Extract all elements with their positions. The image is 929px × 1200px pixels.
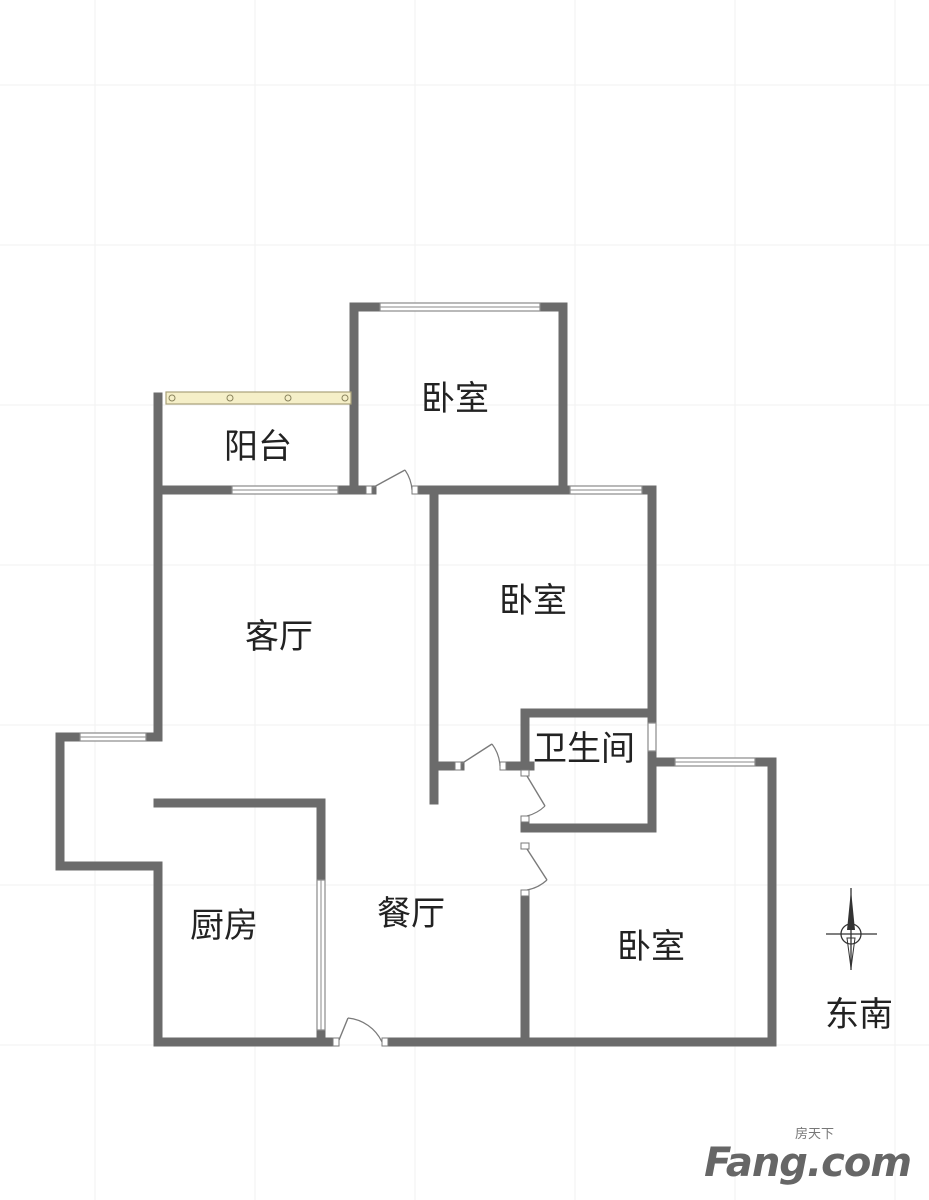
compass-direction-label: 东南 [825, 995, 893, 1035]
watermark-logo: Fang.com [704, 1140, 912, 1186]
door-bedroom-mid [454, 743, 507, 771]
room-label-living-room: 客厅 [245, 617, 313, 657]
wall-bedroom-bottom [647, 757, 777, 1047]
room-label-bedroom-middle: 卧室 [499, 581, 567, 621]
wall-west-alcove [55, 732, 163, 1047]
room-label-bedroom-bottom: 卧室 [617, 927, 685, 967]
watermark-brand-cn: 房天下 [794, 1127, 834, 1142]
door-bedroom-top [365, 469, 419, 495]
door-entrance [332, 1017, 389, 1047]
doors [332, 469, 548, 1047]
wall-bathroom [520, 708, 657, 833]
room-label-bathroom: 卫生间 [533, 729, 635, 769]
window-bathroom [647, 722, 657, 752]
room-label-bedroom-top: 卧室 [421, 379, 489, 419]
door-bedroom-bottom [520, 842, 548, 897]
door-bathroom [520, 769, 546, 823]
windows [79, 302, 756, 1031]
room-label-balcony: 阳台 [224, 427, 292, 467]
room-label-kitchen: 厨房 [190, 906, 258, 946]
balcony-rail [165, 391, 352, 405]
compass-icon [826, 888, 877, 970]
room-label-dining-room: 餐厅 [377, 894, 445, 934]
wall-bedroom-mid-top [413, 485, 657, 760]
